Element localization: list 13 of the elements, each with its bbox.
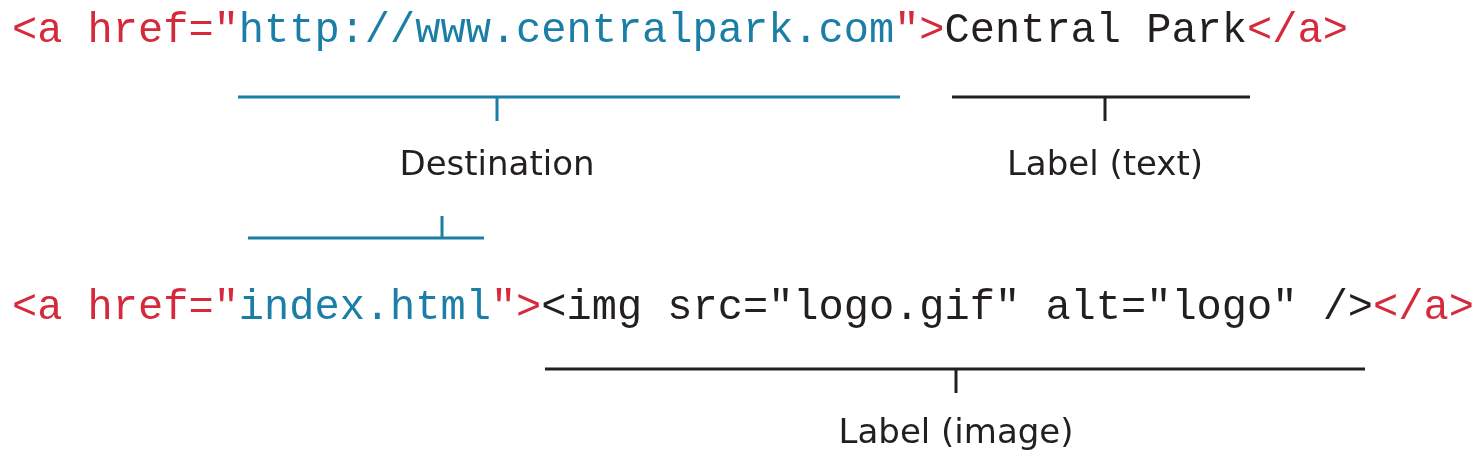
code-text: Central Park	[944, 10, 1248, 52]
code-text: <a href="	[12, 10, 239, 52]
code-text: <a href="	[12, 287, 239, 329]
code-text: ">	[894, 10, 945, 52]
callout-label: Label (image)	[838, 414, 1074, 448]
callout-label: Destination	[399, 146, 595, 180]
code-text: http://www.centralpark.com	[238, 10, 895, 52]
callout-label: Label (text)	[1006, 146, 1204, 180]
code-text: </a>	[1247, 10, 1348, 52]
code-text: index.html	[238, 287, 491, 329]
code-text: <img src="logo.gif" alt="logo" />	[541, 287, 1374, 329]
code-text: </a>	[1373, 287, 1474, 329]
code-text: ">	[490, 287, 542, 329]
